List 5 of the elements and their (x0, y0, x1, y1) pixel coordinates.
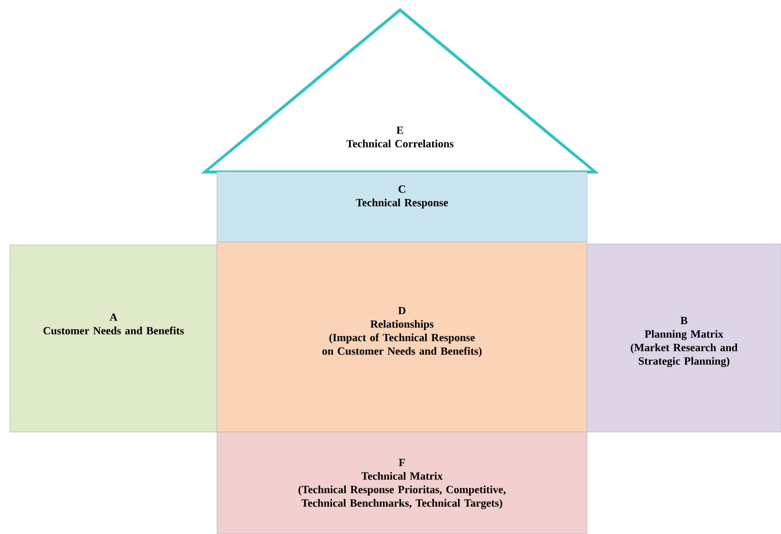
response-band: C Technical Response (216, 172, 588, 242)
matrix-panel: F Technical Matrix (Technical Response Prioritas, Competitive, Technical Benchmarks, Technical Targets) (216, 432, 588, 534)
planning-panel: B Planning Matrix (Market Research and Strategic Planning) (586, 244, 781, 432)
relationships-panel: D Relationships (Impact of Technical Response on Customer Needs and Benefits) (216, 242, 588, 432)
needs-panel: A Customer Needs and Benefits (10, 244, 218, 432)
